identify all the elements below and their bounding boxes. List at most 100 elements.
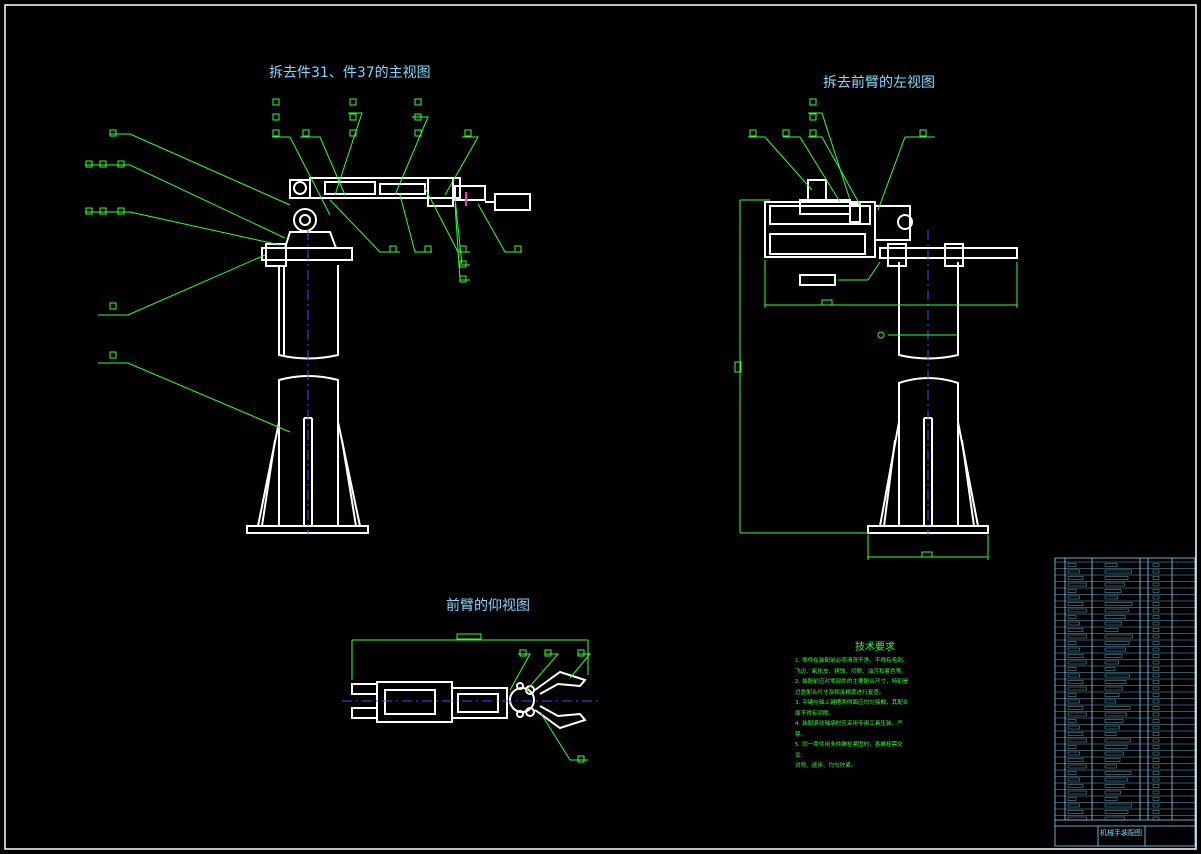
parts-list-cell (1104, 667, 1116, 671)
parts-list-cell (1104, 738, 1131, 743)
parts-list-cell (1067, 589, 1077, 593)
parts-list-cell (1152, 602, 1160, 606)
parts-list-cell (1152, 667, 1160, 671)
parts-list-cell (1152, 751, 1160, 756)
parts-list-cell (1067, 576, 1084, 580)
parts-list-cell (1067, 738, 1087, 743)
parts-list-cell (1067, 699, 1080, 704)
parts-list-cell (1152, 660, 1160, 665)
parts-list-cell (1152, 771, 1160, 775)
front-view (246, 177, 531, 534)
parts-list-cell (1067, 706, 1084, 710)
parts-list-cell (1067, 621, 1080, 626)
parts-list-cell (1067, 608, 1087, 613)
tech-note-line: 禁。 (795, 731, 807, 738)
parts-list-cell (1067, 803, 1080, 808)
parts-list-cell (1152, 784, 1160, 788)
parts-list-cell (1067, 628, 1084, 632)
parts-list-cell (1067, 660, 1087, 665)
parts-list-cell (1067, 816, 1087, 821)
parts-list-cell (1104, 654, 1123, 658)
parts-list-cell (1152, 732, 1160, 736)
parts-list-cell (1104, 699, 1116, 704)
parts-list-cell (1152, 712, 1160, 717)
parts-list-cell (1152, 576, 1160, 580)
parts-list-cell (1152, 686, 1160, 691)
parts-list-cell (1152, 816, 1160, 821)
parts-list-cell (1067, 654, 1084, 658)
bottom-view-dims (351, 633, 592, 763)
parts-list-cell (1152, 595, 1160, 600)
bottom-view-title: 前臂的仰视图 (446, 598, 530, 614)
tech-note-line: 飞边、氧化皮、锈蚀、切屑、油污和着色等。 (795, 668, 907, 675)
parts-list-cell (1152, 563, 1160, 567)
parts-list-cell (1104, 706, 1131, 710)
parts-list-cell (1152, 589, 1160, 593)
parts-list-cell (1152, 699, 1160, 704)
tech-note-line: 面不得有间隙。 (795, 710, 835, 717)
parts-list-cell (1067, 797, 1077, 801)
title-block-drawing-name: 机械手装配图 (1100, 829, 1142, 837)
tech-note-line: 3. 平键与轴上键槽两侧面应均匀接触，其配合 (795, 700, 909, 706)
parts-list-cell (1152, 634, 1160, 639)
parts-list-cell (1152, 693, 1160, 697)
parts-list-cell (1152, 725, 1160, 730)
parts-list-cell (1067, 667, 1077, 671)
parts-list-cell (1152, 790, 1160, 795)
parts-list-cell (1067, 615, 1077, 619)
parts-list-cell (1152, 647, 1160, 652)
parts-list-cell (1104, 751, 1124, 756)
parts-list-cell (1104, 784, 1125, 788)
parts-list-cell (1152, 641, 1160, 645)
parts-list-cell (1067, 673, 1080, 678)
parts-list-cell (1104, 758, 1121, 762)
parts-list-cell (1067, 641, 1077, 645)
parts-list-cell (1104, 660, 1119, 665)
parts-list-cell (1152, 797, 1160, 801)
parts-list-cell (1152, 654, 1160, 658)
parts-list-cell (1152, 569, 1160, 574)
parts-list-cell (1067, 693, 1077, 697)
parts-list-cell (1067, 634, 1087, 639)
parts-list-cell (1067, 712, 1087, 717)
parts-list-cell (1104, 725, 1120, 730)
parts-list-cell (1104, 615, 1126, 619)
parts-list-cell (1152, 803, 1160, 808)
parts-list-cell (1152, 738, 1160, 743)
parts-list-cell (1067, 725, 1080, 730)
parts-list-cell (1067, 771, 1077, 775)
tech-note-line: 过盈配合尺寸及相关精度进行复查。 (795, 689, 885, 696)
technical-requirements-heading: 技术要求 (855, 642, 895, 653)
parts-list-cell (1104, 569, 1132, 574)
parts-list-cell (1104, 582, 1125, 587)
parts-list-cell (1104, 589, 1122, 593)
parts-list-cell (1152, 745, 1160, 749)
parts-list-cell (1104, 621, 1122, 626)
parts-list-cell (1104, 790, 1121, 795)
parts-list-cell (1104, 803, 1132, 808)
parts-list-cell (1104, 732, 1117, 736)
bottom-view (351, 670, 587, 730)
parts-list-cell (1152, 706, 1160, 710)
drawing-border (4, 4, 1197, 850)
front-view-leaders (85, 98, 522, 433)
parts-list-cell (1104, 602, 1133, 606)
parts-list-cell (1067, 810, 1084, 814)
parts-list-cell (1104, 641, 1130, 645)
parts-list-cell (1067, 732, 1084, 736)
parts-list-cell (1067, 758, 1084, 762)
left-view-dimensions (734, 199, 1018, 560)
parts-list-cell (1067, 680, 1084, 684)
parts-list-rows (1055, 561, 1195, 821)
parts-list-cell (1104, 595, 1118, 600)
parts-list-cell (1104, 608, 1129, 613)
tech-note-line: 对称、逐步、均匀拧紧。 (795, 763, 857, 769)
parts-list-cell (1104, 634, 1133, 639)
parts-list-cell (1104, 719, 1124, 723)
parts-list-cell (1104, 816, 1125, 821)
parts-list-cell (1104, 810, 1129, 814)
parts-list-cell (1104, 771, 1132, 775)
parts-list-cell (1067, 764, 1087, 769)
parts-list-cell (1152, 608, 1160, 613)
parts-list-cell (1104, 712, 1127, 717)
